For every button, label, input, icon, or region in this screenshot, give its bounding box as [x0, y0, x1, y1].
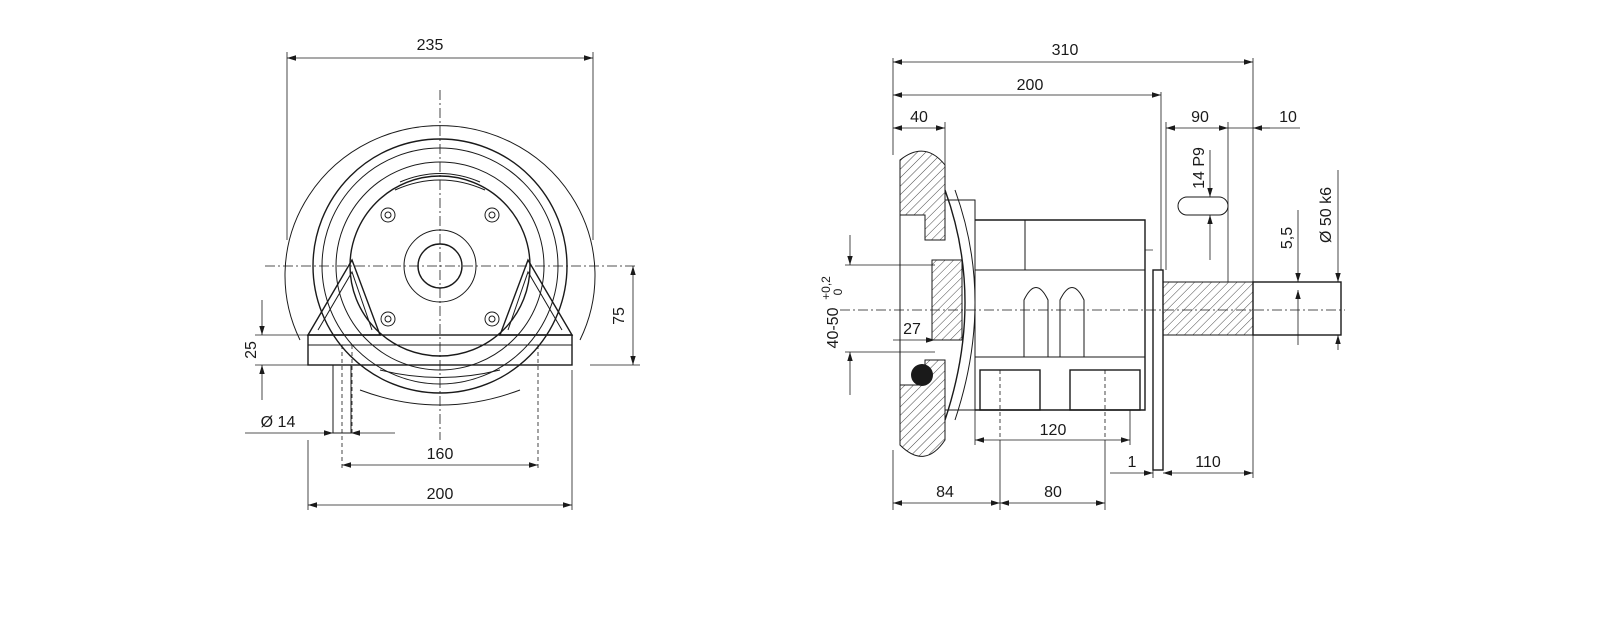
dim-200-front-label: 200 — [427, 486, 454, 503]
dim-bore: 40-50 +0,2 0 — [819, 235, 935, 395]
dim-40: 40 — [893, 109, 946, 165]
dim-160: 160 — [342, 446, 538, 468]
dim-10-label: 10 — [1279, 109, 1297, 126]
dim-80-label: 80 — [1044, 484, 1062, 501]
dim-40-label: 40 — [910, 109, 928, 126]
dim-200-front: 200 — [307, 370, 573, 510]
dim-84-80: 84 80 — [892, 440, 1106, 510]
front-bolts — [380, 207, 500, 327]
dim-90-label: 90 — [1191, 109, 1209, 126]
dim-1-110: 1 110 — [1110, 335, 1254, 478]
dim-235: 235 — [286, 37, 594, 240]
bore-label: 40-50 — [825, 307, 842, 348]
dim-25-label: 25 — [243, 341, 260, 359]
dim-310-label: 310 — [1052, 42, 1079, 59]
side-flange — [1152, 269, 1164, 471]
side-shaft — [1162, 196, 1342, 336]
dim-235-label: 235 — [417, 37, 444, 54]
dim-27: 27 — [893, 321, 935, 343]
dim-5-5-label: 5,5 — [1279, 227, 1296, 249]
side-view: 310 200 40 90 10 14 P9 — [819, 42, 1345, 510]
dim-dia-50-label: Ø 50 k6 — [1318, 187, 1335, 243]
bore-tol-upper: +0,2 — [819, 276, 833, 300]
dim-27-label: 27 — [903, 321, 921, 338]
keyway-label: 14 P9 — [1191, 147, 1208, 189]
dim-310: 310 — [892, 42, 1254, 282]
dim-25: 25 — [243, 300, 308, 400]
dim-dia-14-label: Ø 14 — [261, 414, 296, 431]
dim-200-side: 200 — [893, 77, 1162, 270]
dim-160-label: 160 — [427, 446, 454, 463]
front-view: 235 75 25 Ø 14 160 — [243, 37, 640, 510]
dim-110-label: 110 — [1195, 454, 1221, 471]
dim-75: 75 — [590, 266, 640, 366]
bore-tol-lower: 0 — [831, 288, 845, 295]
dim-120-label: 120 — [1040, 422, 1067, 439]
dim-90-10: 90 10 — [1165, 109, 1300, 282]
dim-1-label: 1 — [1128, 454, 1137, 471]
dim-200-side-label: 200 — [1017, 77, 1044, 94]
dim-keyway: 14 P9 — [1191, 147, 1213, 260]
dim-84-label: 84 — [936, 484, 954, 501]
dim-75-label: 75 — [611, 307, 628, 325]
dim-dia-50: Ø 50 k6 — [1318, 170, 1341, 350]
side-body — [975, 219, 1146, 440]
dim-dia-14: Ø 14 — [245, 414, 395, 436]
dim-120: 120 — [974, 410, 1131, 445]
side-handwheel — [899, 150, 976, 457]
dim-5-5: 5,5 — [1279, 210, 1301, 345]
